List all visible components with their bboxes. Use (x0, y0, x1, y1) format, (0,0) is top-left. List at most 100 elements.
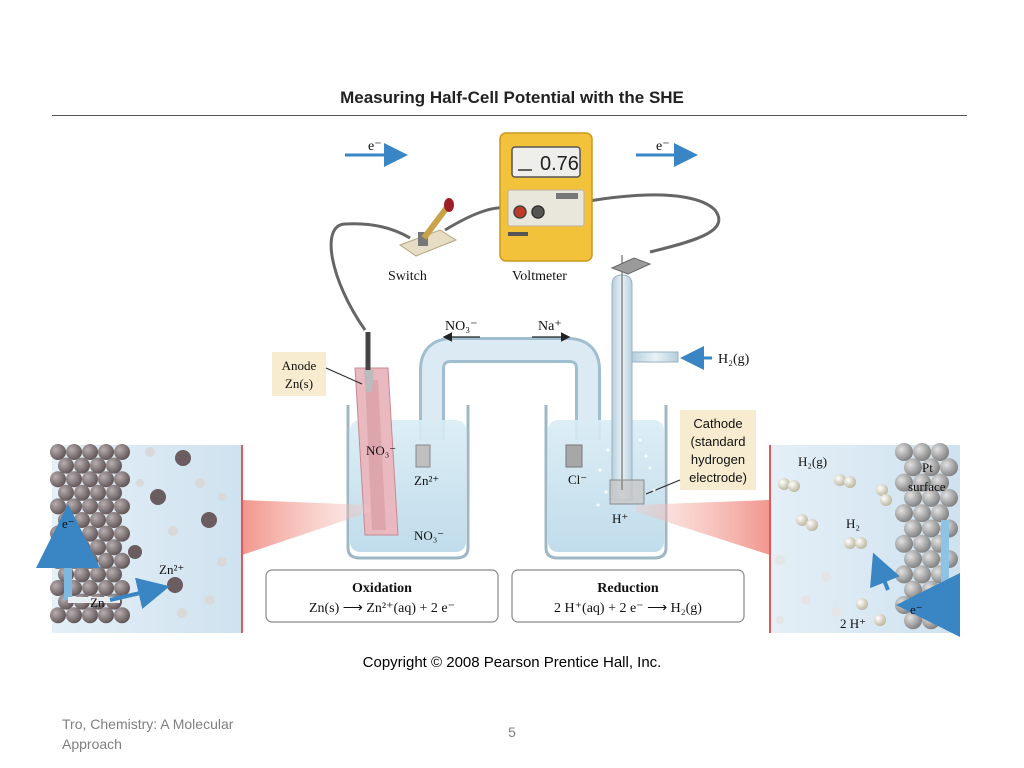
zinc-atom (74, 539, 90, 556)
cathode-label-line3: hydrogen (691, 452, 745, 467)
platinum-atom (904, 488, 922, 507)
right-beaker (544, 405, 668, 560)
platinum-atom (895, 534, 913, 553)
platinum-atom (904, 580, 922, 599)
zinc-atom (50, 580, 66, 596)
footer-citation: Tro, Chemistry: A Molecular Approach (62, 716, 234, 752)
zinc-atom (114, 444, 130, 460)
platinum-atom (940, 458, 958, 477)
zinc-atom (82, 444, 98, 460)
anode-label-line1: Anode (282, 358, 317, 373)
platinum-atom (904, 519, 922, 538)
wire-voltmeter-cathode (539, 193, 721, 254)
zinc-atom (98, 607, 114, 624)
zoom-right-pt-line2: surface (908, 479, 946, 494)
platinum-atom (931, 473, 949, 492)
platinum-atom (895, 504, 913, 523)
zoom-panel-cathode (769, 443, 960, 637)
zinc-atom (50, 444, 66, 460)
zinc-atom (114, 471, 130, 488)
zinc-atom (90, 512, 106, 528)
platinum-atom (922, 580, 940, 599)
h-right-label: H⁺ (612, 511, 628, 526)
zinc-atom (82, 552, 98, 569)
platinum-atom (904, 550, 922, 569)
cl-right-label: Cl⁻ (568, 472, 587, 487)
zinc-atom (98, 444, 114, 460)
platinum-atom (922, 611, 940, 630)
zoom-right-h2-label: H₂ (846, 516, 860, 531)
zinc-atom (98, 525, 114, 542)
zinc-atom (98, 471, 114, 488)
electron-flow-arrow-left: e⁻ (345, 139, 408, 167)
zinc-atom (50, 498, 66, 515)
zoom-panel-anode (36, 444, 243, 633)
zn2-left-label: Zn²⁺ (414, 473, 439, 488)
platinum-atom (904, 458, 922, 477)
zinc-atom (106, 484, 122, 501)
hydrogen-electrode (609, 255, 679, 505)
zinc-atom (82, 498, 98, 515)
switch-handle-icon (444, 198, 454, 212)
switch-label: Switch (388, 269, 427, 284)
zinc-electrode (354, 367, 399, 536)
zinc-atom (82, 607, 98, 624)
platinum-atom (922, 458, 940, 477)
zinc-atom (106, 566, 122, 583)
oxidation-box (265, 569, 499, 623)
zinc-atom (106, 512, 122, 528)
platinum-atom (895, 473, 913, 492)
zoom-left-zn-label: Zn (90, 595, 105, 610)
platinum-atom (913, 443, 931, 461)
zinc-atom (106, 457, 122, 474)
platinum-atom (895, 565, 913, 584)
platinum-atom (922, 488, 940, 507)
anode-label-line2: Zn(s) (285, 376, 313, 391)
zinc-atom (90, 484, 106, 501)
oxidation-equation: Zn(s) ⟶ Zn²⁺(aq) + 2 e⁻ (309, 601, 455, 616)
zinc-atom (106, 539, 122, 556)
zinc-atom (114, 552, 130, 569)
electron-label-left: e⁻ (368, 139, 382, 154)
black-terminal-icon (531, 205, 545, 219)
cathode-label-line1: Cathode (693, 416, 742, 431)
platinum-atom (922, 519, 940, 538)
zinc-atom (98, 498, 114, 515)
zinc-atom (90, 539, 106, 556)
anode-label-box (272, 352, 326, 396)
zinc-atom (66, 607, 82, 624)
zinc-atom (90, 566, 106, 583)
zinc-atom (114, 525, 130, 542)
platinum-atom (913, 504, 931, 523)
oxidation-title: Oxidation (352, 581, 412, 596)
zinc-atom (58, 457, 74, 474)
slide-title: Measuring Half-Cell Potential with the S… (340, 88, 684, 107)
title-divider (52, 115, 967, 116)
zinc-atom (66, 498, 82, 515)
zinc-atom (90, 457, 106, 474)
no3-bridge-label: NO₃⁻ (445, 319, 478, 334)
zinc-atom (50, 552, 66, 569)
zinc-atom (114, 607, 130, 624)
platinum-atom (931, 504, 949, 523)
zinc-atom (82, 580, 98, 596)
reduction-title: Reduction (597, 581, 659, 596)
cathode-clip (610, 257, 652, 275)
no3-left-bottom-label: NO₃⁻ (414, 528, 444, 543)
zinc-atom (66, 471, 82, 488)
zinc-atom (98, 580, 114, 596)
zoom-right-electron-label: e⁻ (910, 602, 923, 617)
red-terminal-icon (513, 205, 527, 219)
zinc-atom (74, 457, 90, 474)
zinc-atom (82, 525, 98, 542)
platinum-atom (913, 565, 931, 584)
zinc-atom (50, 471, 66, 488)
wire-anode-switch (329, 222, 411, 331)
na-bridge-label: Na⁺ (538, 319, 562, 334)
zinc-atom (82, 471, 98, 488)
zoom-left-zn2-label: Zn²⁺ (159, 562, 184, 577)
zinc-atom (114, 580, 130, 596)
platinum-atom (895, 443, 913, 461)
zoom-right-pt-line1: Pt (922, 460, 933, 475)
cathode-label-line2: (standard (691, 434, 746, 449)
